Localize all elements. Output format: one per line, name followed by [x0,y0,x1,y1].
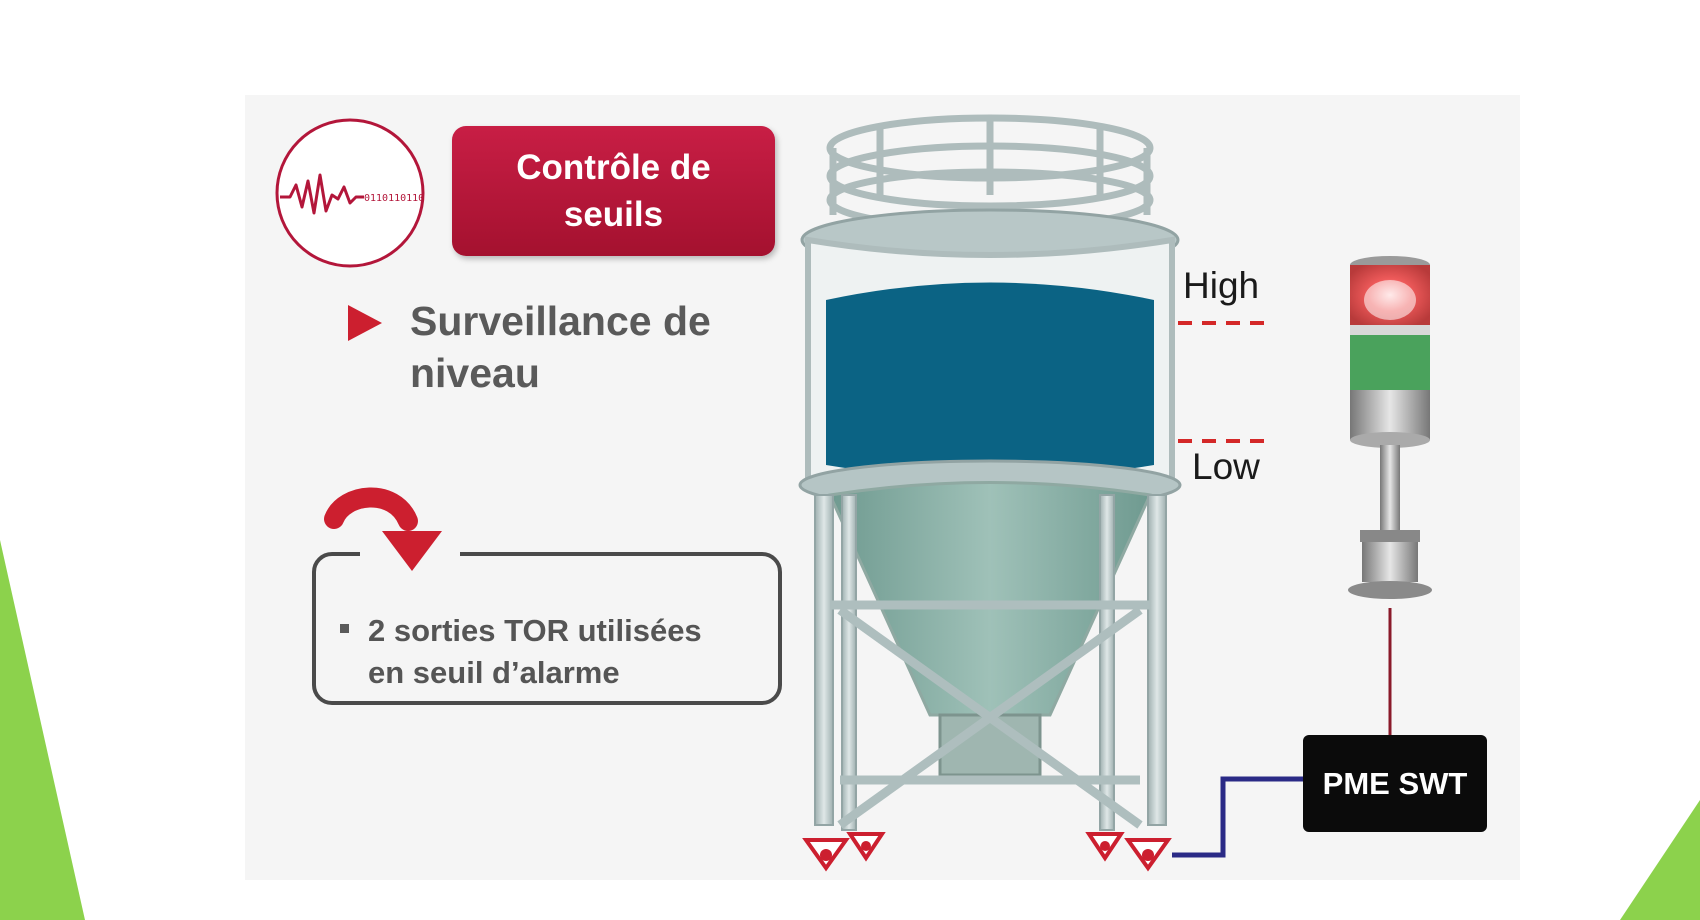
low-label: Low [1192,446,1260,487]
silo-bracing [830,600,1150,829]
pme-swt-label: PME SWT [1322,765,1468,801]
page-title: Contrôle de seuils [516,148,711,234]
stack-light-icon [1348,256,1432,599]
bullet-text: Surveillance de niveau [410,298,711,396]
signal-icon: 0110110110 [275,118,425,268]
silo-railing [826,114,1154,232]
silo-legs [814,494,1167,831]
note-box [312,552,782,705]
signal-icon-bits: 0110110110 [364,193,424,204]
signal-cable [1172,776,1303,858]
green-corner-left [0,540,85,920]
green-corner-right [1620,800,1700,920]
high-label: High [1183,265,1260,306]
bullet-arrow-icon [348,305,382,341]
pme-swt-device: PME SWT [1303,735,1487,832]
load-cell-icon [802,832,1172,872]
curved-arrow-icon [324,487,442,571]
note-text: 2 sorties TOR utilisées en seuil d’alarm… [368,613,702,690]
note-bullet [340,624,349,633]
title-button: Contrôle de seuils [452,126,775,256]
silo-fluid [826,282,1154,479]
